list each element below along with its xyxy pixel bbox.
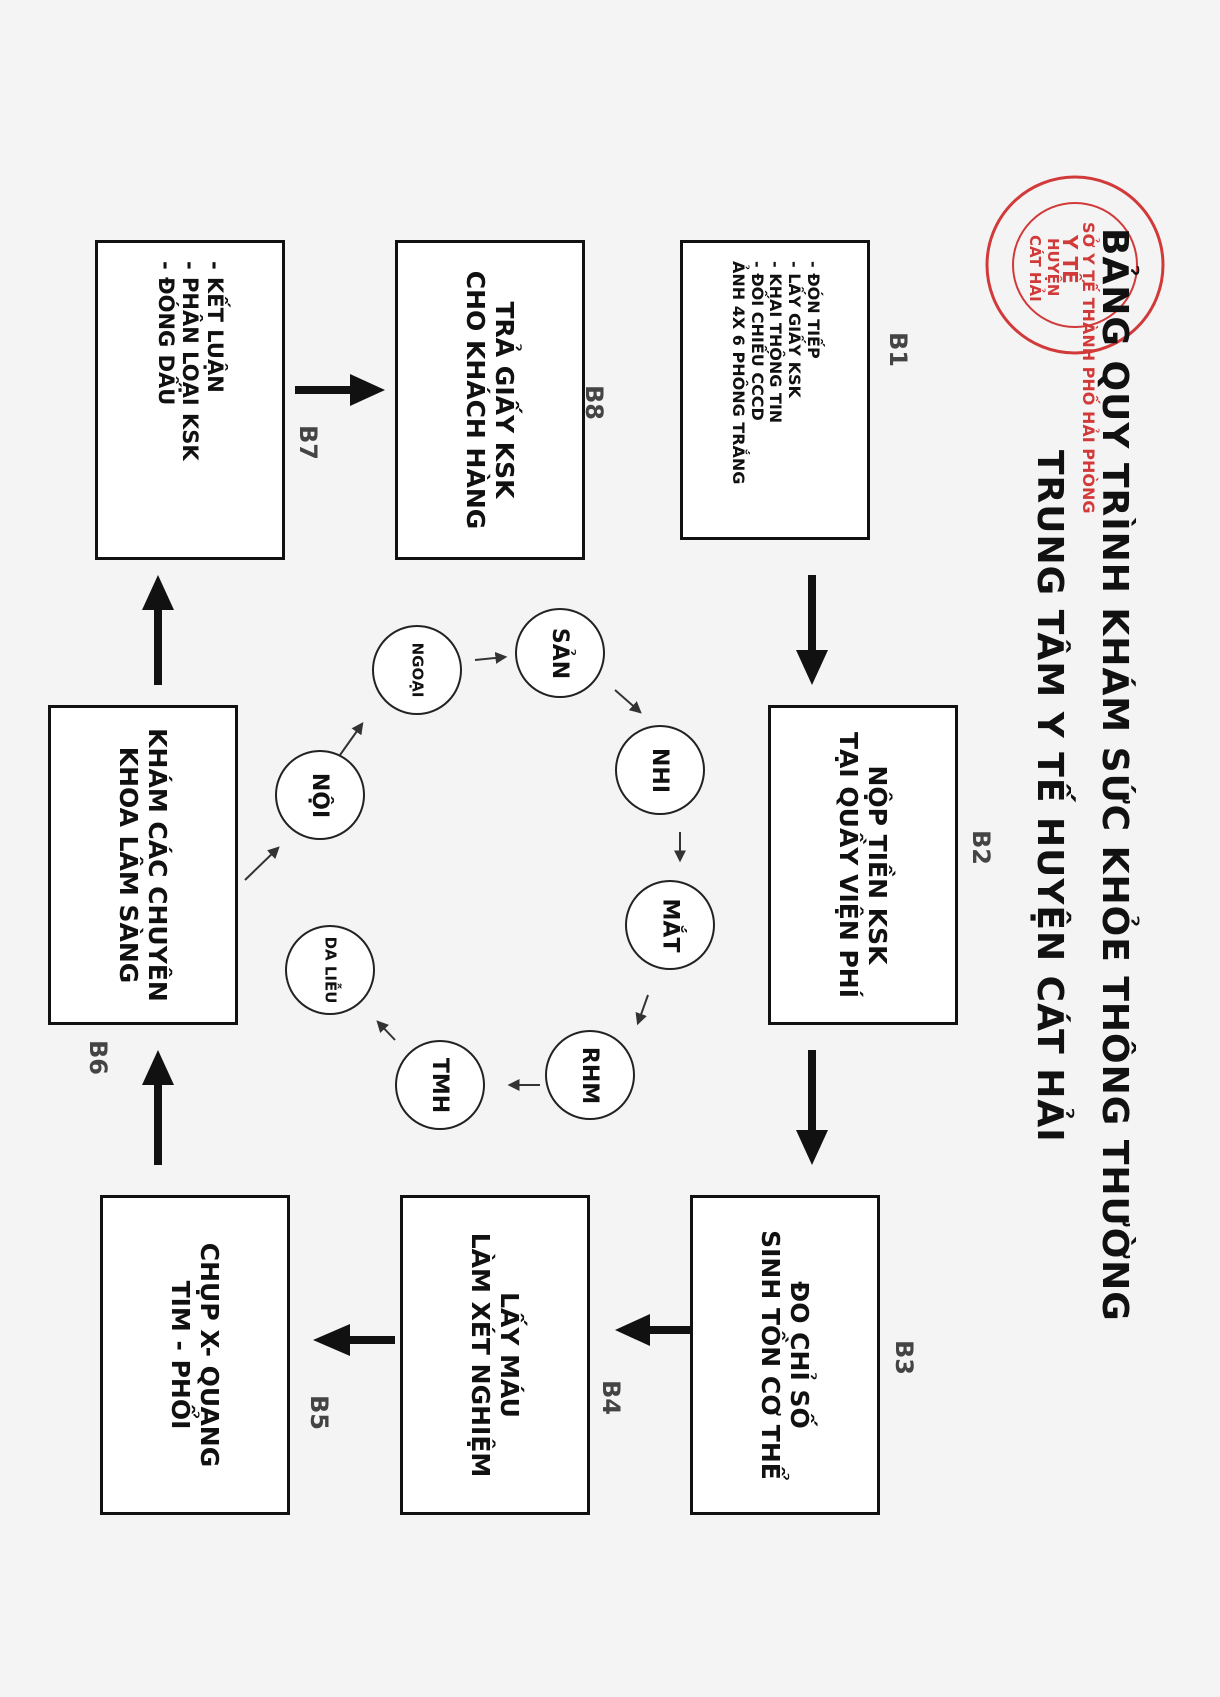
b3-line-1: ĐO CHỈ SỐ bbox=[785, 1281, 815, 1429]
arrow-b5-b6 bbox=[142, 1050, 174, 1165]
b2-line-2: TẠI QUẦY VIỆN PHÍ bbox=[834, 731, 863, 998]
step-b6-label: B6 bbox=[84, 1040, 112, 1075]
specialty-noi-label: NỘI bbox=[307, 772, 333, 818]
step-b1-label: B1 bbox=[884, 332, 912, 367]
step-b5-box: CHỤP X- QUANG TIM - PHỔI bbox=[100, 1195, 290, 1515]
specialty-mat-label: MẮT bbox=[657, 898, 683, 952]
b5-line-2: TIM - PHỔI bbox=[166, 1280, 195, 1430]
specialty-mat-circle: MẮT bbox=[625, 880, 715, 970]
b1-item-4: - ĐỐI CHIẾU CCCD bbox=[747, 261, 767, 421]
step-b7-box: - KẾT LUẬN - PHÂN LOẠI KSK - ĐÓNG DẤU bbox=[95, 240, 285, 560]
arrow-b2-b3 bbox=[796, 1050, 828, 1165]
specialty-tmh-circle: TMH bbox=[395, 1040, 485, 1130]
title-line2: TRUNG TÂM Y TẾ HUYỆN CÁT HẢI bbox=[1029, 450, 1070, 1143]
b1-item-3: - KHAI THÔNG TIN bbox=[766, 261, 786, 424]
specialty-nhi-circle: NHI bbox=[615, 725, 705, 815]
specialty-tmh-label: TMH bbox=[427, 1057, 453, 1113]
stamp-center-line2: HUYỆN bbox=[1044, 238, 1062, 297]
b1-item-1: - ĐÓN TIẾP bbox=[804, 261, 824, 359]
step-b8-label: B8 bbox=[580, 385, 608, 420]
step-b6-box: KHÁM CÁC CHUYÊN KHOA LÂM SÀNG bbox=[48, 705, 238, 1025]
specialty-da-lieu-label: DA LIỄU bbox=[320, 936, 339, 1004]
b4-line-1: LẤY MÁU bbox=[495, 1292, 525, 1418]
b3-line-2: SINH TỒN CƠ THỂ bbox=[756, 1230, 785, 1480]
step-b2-label: B2 bbox=[967, 830, 995, 865]
title-line1: BẢNG QUY TRÌNH KHÁM SỨC KHỎE THÔNG THƯỜN… bbox=[1094, 228, 1135, 1322]
arrow-b1-b2 bbox=[796, 575, 828, 685]
specialty-ngoai-circle: NGOẠI bbox=[372, 625, 462, 715]
step-b8-box: TRẢ GIẤY KSK CHO KHÁCH HÀNG bbox=[395, 240, 585, 560]
b6-line-2: KHOA LÂM SÀNG bbox=[114, 746, 143, 984]
b8-line-2: CHO KHÁCH HÀNG bbox=[461, 270, 490, 530]
step-b3-label: B3 bbox=[890, 1340, 918, 1375]
stamp-center-line3: CÁT HẢI bbox=[1026, 235, 1044, 302]
b1-item-5: ẢNH 4X 6 PHÔNG TRẮNG bbox=[728, 261, 748, 485]
official-stamp bbox=[985, 175, 1165, 355]
specialty-ngoai-label: NGOẠI bbox=[408, 642, 426, 698]
circle-arrows bbox=[244, 651, 686, 1091]
step-b4-box: LẤY MÁU LÀM XÉT NGHIỆM bbox=[400, 1195, 590, 1515]
arrow-b6-b7 bbox=[142, 575, 174, 685]
b7-item-1: - KẾT LUẬN bbox=[203, 261, 228, 393]
step-b7-label: B7 bbox=[294, 425, 322, 460]
step-b4-label: B4 bbox=[597, 1380, 625, 1415]
arrow-b7-b8 bbox=[295, 374, 385, 406]
arrow-b3-b4 bbox=[615, 1314, 690, 1346]
arrow-b4-b5 bbox=[313, 1324, 395, 1356]
step-b3-box: ĐO CHỈ SỐ SINH TỒN CƠ THỂ bbox=[690, 1195, 880, 1515]
b6-line-1: KHÁM CÁC CHUYÊN bbox=[143, 728, 173, 1002]
specialty-rhm-circle: RHM bbox=[545, 1030, 635, 1120]
specialty-rhm-label: RHM bbox=[577, 1046, 603, 1104]
b1-item-2: - LẤY GIẤY KSK bbox=[785, 261, 805, 398]
step-b5-label: B5 bbox=[305, 1395, 333, 1430]
b7-item-2: - PHÂN LOẠI KSK bbox=[178, 261, 203, 461]
specialty-san-label: SẢN bbox=[547, 627, 573, 679]
step-b2-box: NỘP TIỀN KSK TẠI QUẦY VIỆN PHÍ bbox=[768, 705, 958, 1025]
step-b1-box: - ĐÓN TIẾP - LẤY GIẤY KSK - KHAI THÔNG T… bbox=[680, 240, 870, 540]
specialty-nhi-label: NHI bbox=[647, 747, 673, 793]
b8-line-1: TRẢ GIẤY KSK bbox=[490, 301, 520, 499]
b7-item-3: - ĐÓNG DẤU bbox=[153, 261, 178, 406]
b5-line-1: CHỤP X- QUANG bbox=[195, 1242, 225, 1468]
b4-line-2: LÀM XÉT NGHIỆM bbox=[466, 1232, 495, 1478]
specialty-noi-circle: NỘI bbox=[275, 750, 365, 840]
specialty-da-lieu-circle: DA LIỄU bbox=[285, 925, 375, 1015]
b2-line-1: NỘP TIỀN KSK bbox=[863, 765, 893, 965]
specialty-san-circle: SẢN bbox=[515, 608, 605, 698]
